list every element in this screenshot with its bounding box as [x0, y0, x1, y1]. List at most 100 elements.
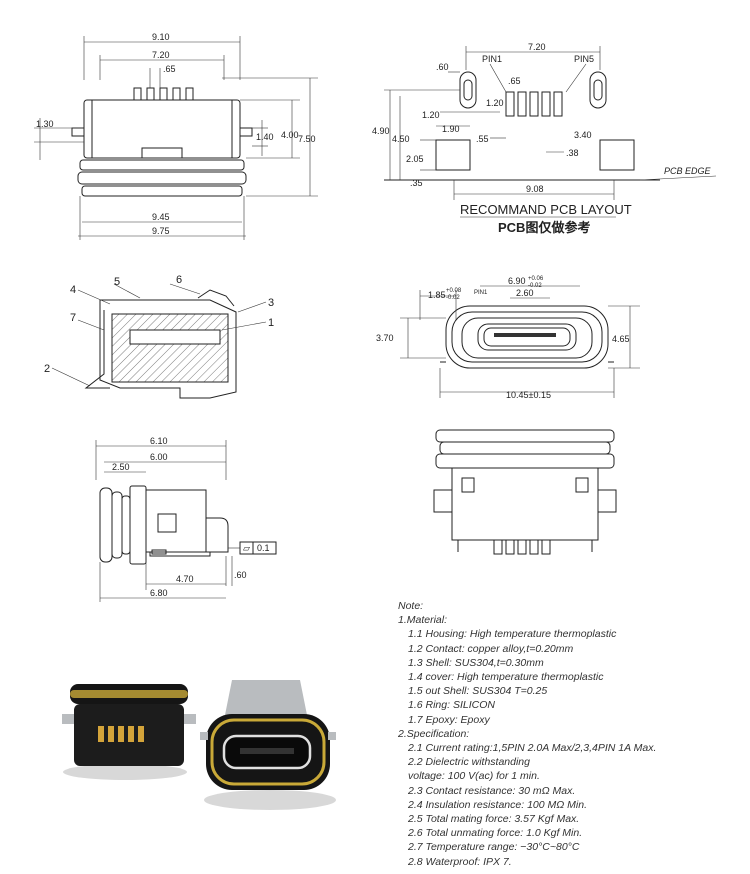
material-item: 1.1 Housing: High temperature thermoplas… [408, 628, 617, 641]
dim-slot-h: 1.20 [422, 110, 440, 120]
callout-2: 2 [44, 363, 50, 375]
dim-left-tol-bot: -0.02 [446, 295, 460, 301]
material-item: 1.2 Contact: copper alloy,t=0.20mm [408, 642, 574, 655]
pin [529, 539, 539, 555]
section-outline [99, 299, 237, 399]
flatness-value: 0.1 [257, 543, 270, 553]
signal-pad [505, 91, 515, 117]
front-view: 9.10 7.20 .65 1.30 1.40 [34, 32, 318, 240]
shield-pad [435, 139, 471, 171]
spec-item: 2.2 Dielectric withstanding [408, 756, 530, 769]
dim-pad-w: 1.90 [442, 124, 460, 134]
pin [172, 87, 181, 101]
dim-total: 9.08 [526, 184, 544, 194]
pin [146, 87, 155, 101]
top-view [433, 429, 617, 555]
dim-top-outer: 9.10 [152, 32, 170, 42]
dim-left-tol-top: +0.08 [446, 288, 462, 294]
receptacle-opening [483, 327, 571, 347]
dim-height-a: 3.70 [376, 333, 394, 343]
side-view: 6.10 6.00 2.50 ▱ 0.1 .60 4.70 6.80 [95, 436, 277, 602]
dim-width: 7.20 [528, 42, 546, 52]
material-item: 1.6 Ring: SILICON [408, 699, 495, 712]
dim-hole: .60 [436, 62, 449, 72]
material-title: 1.Material: [398, 614, 448, 627]
notes-title: Note: [398, 600, 424, 612]
pin1-label: PIN1 [482, 54, 502, 64]
dim-top-inner: 7.20 [152, 50, 170, 60]
dim-width: 10.45±0.15 [506, 390, 551, 400]
mounting-hole [459, 71, 477, 109]
dim-height-b: 4.65 [612, 334, 630, 344]
dim-tail: .60 [234, 570, 247, 580]
dim-tab: 1.40 [256, 132, 274, 142]
material-item: 1.3 Shell: SUS304,t=0.30mm [408, 656, 544, 669]
dim-right-h: 3.40 [574, 130, 592, 140]
dim-total: 6.80 [150, 588, 168, 598]
dim-top-b: 6.00 [150, 452, 168, 462]
dim-opening: 6.90 [508, 276, 526, 286]
dim-pad-h: 1.20 [486, 98, 504, 108]
dim-pin-pitch: .65 [163, 64, 176, 74]
pin [159, 87, 168, 101]
dim-pad-h2: 2.05 [406, 154, 424, 164]
pcb-layout: 7.20 PIN1 PIN5 .60 .65 1.20 1.20 1.90 .5… [372, 42, 717, 235]
dim-offset: .35 [410, 178, 423, 188]
connector-body [83, 99, 241, 159]
dim-opening-tol-bot: -0.02 [528, 283, 542, 289]
dim-left: 1.85 [428, 290, 446, 300]
shield-pad [599, 139, 635, 171]
ring-top [435, 429, 615, 443]
dim-height-b: 7.50 [298, 134, 316, 144]
callout-4: 4 [70, 284, 76, 296]
pin [133, 87, 142, 101]
pin1-label: PIN1 [474, 290, 488, 296]
dim-pad-w2: .38 [566, 148, 579, 158]
mating-face-view: 1.85 +0.08 -0.02 6.90 +0.06 -0.02 PIN1 2… [376, 276, 640, 400]
dim-bottom-a: 9.45 [152, 212, 170, 222]
dim-height-b: 4.50 [392, 134, 410, 144]
dim-pad-off: .55 [476, 134, 489, 144]
product-photo [62, 680, 336, 810]
notes-block: Note: 1.Material: 1.1 Housing: High temp… [398, 599, 738, 869]
spec-item: voltage: 100 V(ac) for 1 min. [408, 770, 540, 783]
spec-item: 2.3 Contact resistance: 30 mΩ Max. [408, 784, 576, 797]
pcb-edge-label: PCB EDGE [664, 166, 712, 176]
spec-item: 2.4 Insulation resistance: 100 MΩ Min. [408, 798, 587, 811]
signal-pad [541, 91, 551, 117]
dim-pin: 4.70 [176, 574, 194, 584]
spec-item: 2.8 Waterproof: IPX 7. [408, 855, 512, 868]
spec-item: 2.7 Temperature range: −30°C~80°C [408, 841, 580, 854]
spec-item: 2.1 Current rating:1,5PIN 2.0A Max/2,3,4… [408, 742, 657, 755]
layout-caption: RECOMMAND PCB LAYOUT [460, 202, 632, 217]
callout-1: 1 [268, 317, 274, 329]
spec-title: 2.Specification: [398, 727, 470, 740]
pin [185, 87, 194, 101]
signal-pad [553, 91, 563, 117]
spec-item: 2.5 Total mating force: 3.57 Kgf Max. [408, 813, 580, 826]
material-item: 1.7 Epoxy: Epoxy [408, 713, 490, 726]
material-item: 1.5 out Shell: SUS304 T=0.25 [408, 685, 548, 698]
callout-6: 6 [176, 274, 182, 286]
mounting-hole [589, 71, 607, 109]
callout-7: 7 [70, 312, 76, 324]
outer-shell [445, 305, 609, 369]
pin [505, 539, 515, 555]
dim-top-a: 6.10 [150, 436, 168, 446]
pin [517, 539, 527, 555]
pin5-label: PIN5 [574, 54, 594, 64]
photo-shell [224, 680, 308, 720]
signal-pad [529, 91, 539, 117]
dim-opening-tol-top: +0.06 [528, 276, 544, 282]
dim-pitch: .65 [508, 76, 521, 86]
dim-height-a: 4.00 [281, 130, 299, 140]
spec-item: 2.6 Total unmating force: 1.0 Kgf Min. [408, 827, 583, 840]
flatness-symbol: ▱ [243, 543, 250, 553]
dim-bottom-b: 9.75 [152, 226, 170, 236]
section-view: 4 5 6 3 1 7 2 [44, 274, 274, 399]
callout-3: 3 [268, 297, 274, 309]
pin [541, 539, 551, 555]
callout-5: 5 [114, 276, 120, 288]
ring-flange [99, 487, 113, 563]
